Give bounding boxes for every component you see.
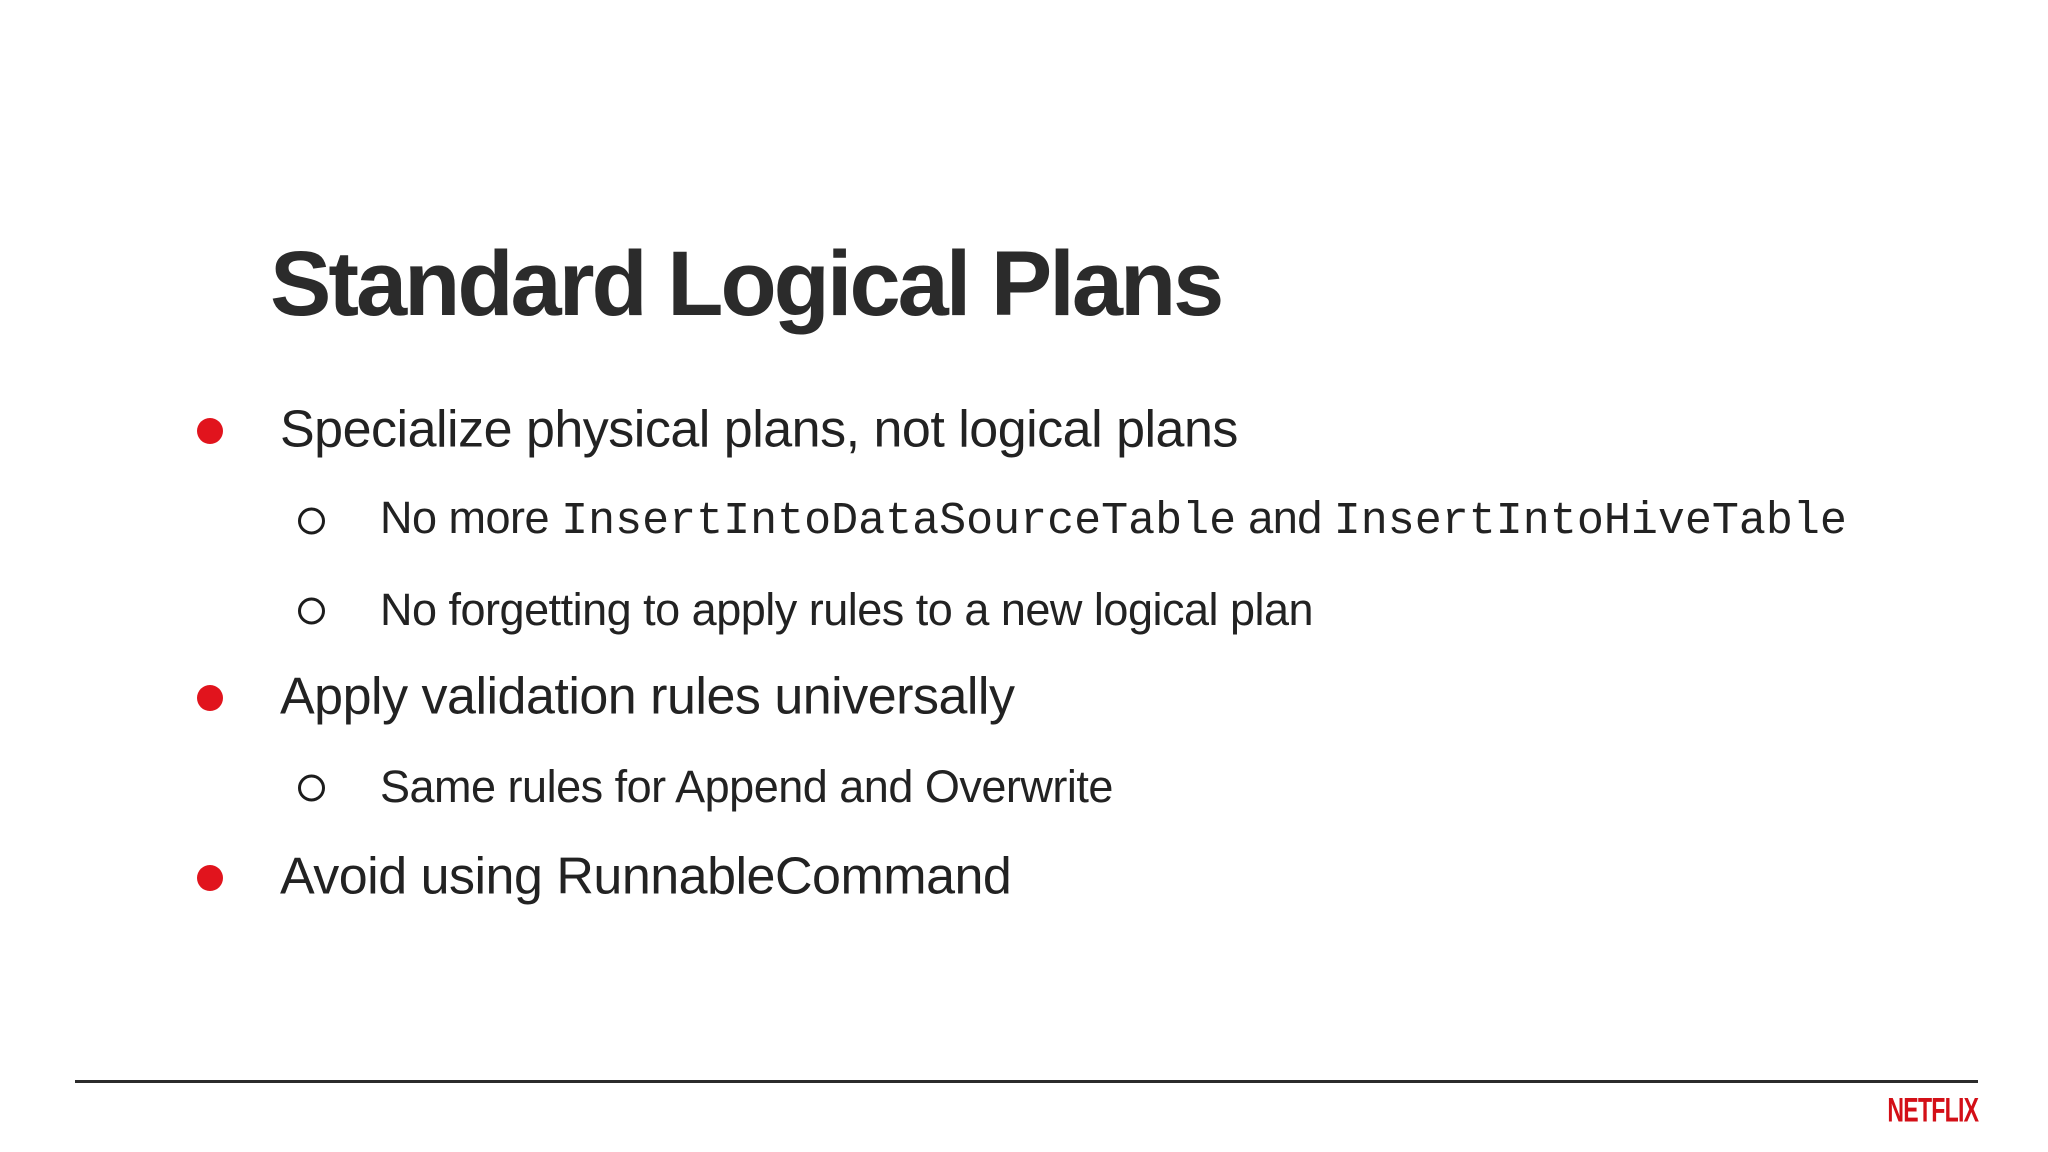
bullet-item: No forgetting to apply rules to a new lo… xyxy=(0,566,2048,656)
filled-bullet-icon xyxy=(197,685,223,711)
bullet-text: Same rules for Append and Overwrite xyxy=(380,760,1113,814)
bullet-text-segment: Apply validation rules universally xyxy=(280,667,1015,726)
bullet-text: No more InsertIntoDataSourceTable and In… xyxy=(380,491,1847,549)
bullet-text-segment: Same rules for Append and Overwrite xyxy=(380,760,1113,812)
filled-bullet-icon xyxy=(197,418,223,444)
bullet-text-segment: Specialize physical plans, not logical p… xyxy=(280,400,1238,459)
bullet-item: Same rules for Append and Overwrite xyxy=(0,743,2048,833)
code-text-segment: InsertIntoHiveTable xyxy=(1333,495,1847,547)
bullet-text: No forgetting to apply rules to a new lo… xyxy=(380,583,1314,637)
bullet-item: Specialize physical plans, not logical p… xyxy=(0,386,2048,476)
bullet-text: Apply validation rules universally xyxy=(280,666,1015,728)
hollow-bullet-icon xyxy=(298,507,325,535)
netflix-logo: NETFLIX xyxy=(1887,1090,1979,1129)
code-text-segment: InsertIntoDataSourceTable xyxy=(561,495,1237,547)
bullet-text-segment: Avoid using RunnableCommand xyxy=(280,847,1012,906)
bullet-text: Specialize physical plans, not logical p… xyxy=(280,399,1238,461)
bullet-text: Avoid using RunnableCommand xyxy=(280,846,1012,908)
bullet-text-segment: and xyxy=(1236,491,1334,543)
hollow-bullet-icon xyxy=(298,597,325,625)
bullet-item: No more InsertIntoDataSourceTable and In… xyxy=(0,476,2048,566)
bullet-text-segment: No more xyxy=(380,491,562,543)
bullet-item: Apply validation rules universally xyxy=(0,653,2048,743)
slide-title: Standard Logical Plans xyxy=(270,233,1224,335)
hollow-bullet-icon xyxy=(298,774,325,802)
bullet-item: Avoid using RunnableCommand xyxy=(0,833,2048,923)
bullet-text-segment: No forgetting to apply rules to a new lo… xyxy=(380,583,1314,635)
footer-divider xyxy=(75,1080,1978,1083)
filled-bullet-icon xyxy=(197,865,223,891)
